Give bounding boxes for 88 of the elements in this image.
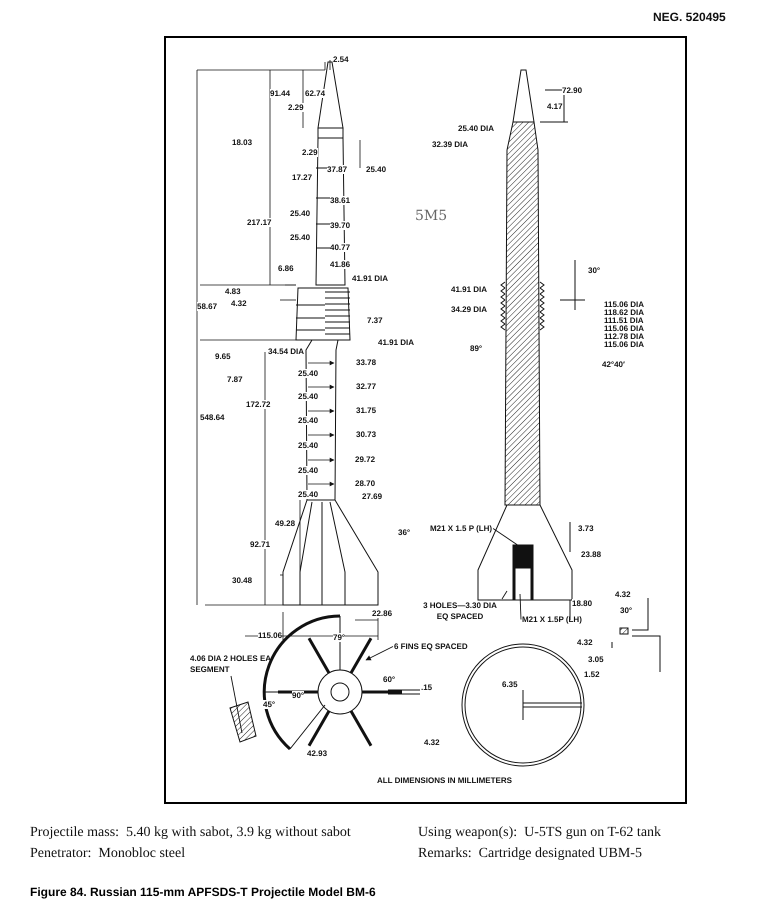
dimension-label: 4.17 bbox=[547, 102, 563, 111]
dimension-label: 49.28 bbox=[275, 519, 296, 528]
dimension-label: 25.40 bbox=[298, 441, 318, 450]
spec-note: Remarks: Cartridge designated UBM-5 bbox=[418, 846, 642, 862]
dimension-label: 34.29 DIA bbox=[451, 305, 488, 314]
dimension-label: 2.29 bbox=[288, 103, 304, 112]
callout-note: M21 X 1.5 P (LH) bbox=[430, 523, 492, 534]
dimension-label: 62.74 bbox=[305, 89, 326, 98]
dimension-label: 89° bbox=[470, 344, 482, 353]
dimension-label: 32.77 bbox=[356, 382, 376, 391]
dimension-label: 41.91 DIA bbox=[378, 338, 414, 347]
dimension-label: 41.91 DIA bbox=[451, 285, 488, 294]
dimension-label: 42°40′ bbox=[602, 360, 625, 369]
dimension-label: 31.75 bbox=[356, 406, 376, 415]
dimension-label: 27.69 bbox=[362, 492, 382, 501]
dimension-label: 36° bbox=[398, 528, 410, 537]
dimension-label: 4.83 bbox=[225, 287, 241, 296]
dimension-label: 25.40 bbox=[298, 369, 318, 378]
dimension-label: 79° bbox=[333, 633, 346, 642]
dimension-label: 17.27 bbox=[292, 173, 312, 182]
callout-note: 3 HOLES—3.30 DIA EQ SPACED bbox=[418, 600, 502, 622]
dimension-label: 42.93 bbox=[307, 749, 328, 758]
dimension-label: 58.67 bbox=[197, 302, 218, 311]
dimension-label: 28.70 bbox=[355, 479, 376, 488]
callout-note: M21 X 1.5P (LH) bbox=[522, 614, 582, 625]
dimension-label: 91.44 bbox=[270, 89, 290, 98]
dimension-label: 29.72 bbox=[355, 455, 376, 464]
dimension-label: 4.32 bbox=[577, 638, 593, 647]
dimension-label: 45° bbox=[263, 700, 276, 709]
dimension-label: 38.61 bbox=[330, 196, 350, 205]
dimension-label: 7.37 bbox=[367, 316, 383, 325]
callout-note: 6 FINS EQ SPACED bbox=[394, 641, 468, 652]
units-note: ALL DIMENSIONS IN MILLIMETERS bbox=[377, 776, 512, 785]
spec-note: Using weapon(s): U-5TS gun on T-62 tank bbox=[418, 825, 662, 841]
dimension-label: 39.70 bbox=[330, 221, 350, 230]
dimension-label: 4.32 bbox=[615, 590, 631, 599]
dimension-label: 40.77 bbox=[330, 243, 350, 252]
dimension-label: 32.39 DIA bbox=[432, 140, 468, 149]
dimension-label: 30.48 bbox=[232, 576, 252, 585]
leader-line bbox=[366, 646, 394, 660]
dimension-label: 30° bbox=[620, 606, 632, 615]
leader-line bbox=[520, 594, 522, 620]
dimension-label: 92.71 bbox=[250, 540, 270, 549]
dimension-label: 25.40 bbox=[290, 209, 310, 218]
dimension-label: 25.40 bbox=[298, 490, 318, 499]
dimension-label: 2.29 bbox=[302, 148, 318, 157]
dimension-label: 217.17 bbox=[247, 218, 272, 227]
dimension-label: .15 bbox=[421, 683, 432, 692]
dimension-label: 90° bbox=[292, 691, 304, 700]
leader-line bbox=[502, 590, 508, 600]
leader-line bbox=[230, 676, 242, 734]
dimension-label: 60° bbox=[383, 675, 396, 684]
dimension-label: 25.40 bbox=[290, 233, 310, 242]
dimension-label: 6.35 bbox=[502, 680, 518, 689]
dimension-label: 115.06 bbox=[258, 631, 282, 640]
dimension-label: 25.40 bbox=[298, 466, 318, 475]
dimension-label: 2.54 bbox=[333, 55, 349, 64]
dimension-label: 34.54 DIA bbox=[268, 347, 304, 356]
dimension-label: 7.87 bbox=[227, 375, 243, 384]
dimension-label: 25.40 bbox=[298, 416, 318, 425]
dimension-label: 9.65 bbox=[215, 352, 231, 361]
figure-caption: Figure 84. Russian 115-mm APFSDS-T Projectile Model BM-6 bbox=[30, 885, 376, 899]
dimension-label: 23.88 bbox=[581, 550, 602, 559]
dimension-label: 25.40 bbox=[366, 165, 386, 174]
dimension-label: 22.86 bbox=[372, 609, 392, 618]
dimension-label: 6.86 bbox=[278, 264, 294, 273]
dimension-label: 30.73 bbox=[356, 430, 376, 439]
negative-number: NEG. 520495 bbox=[653, 10, 726, 24]
dimension-label: 1.52 bbox=[584, 670, 600, 679]
dimension-label: 30° bbox=[588, 266, 600, 275]
dimension-label: 18.80 bbox=[572, 599, 592, 608]
dimension-label: 18.03 bbox=[232, 138, 252, 147]
dimension-label: 4.32 bbox=[424, 738, 440, 747]
spec-note: Projectile mass: 5.40 kg with sabot, 3.9 kg without sabot bbox=[30, 825, 351, 841]
dimension-label: 25.40 DIA bbox=[458, 124, 494, 133]
dimension-label: 548.64 bbox=[200, 413, 224, 422]
dimension-label: 3.05 bbox=[588, 655, 604, 664]
dimension-label: 41.86 bbox=[330, 260, 350, 269]
dimension-label: 41.91 DIA bbox=[352, 274, 388, 283]
dimension-label: 115.06 DIA bbox=[604, 340, 644, 349]
dimension-label: 4.32 bbox=[231, 299, 247, 308]
dimension-label: 37.87 bbox=[327, 165, 348, 174]
dimension-label: 3.73 bbox=[578, 524, 594, 533]
callout-note: 4.06 DIA 2 HOLES EA SEGMENT bbox=[190, 653, 272, 675]
dimension-label: 25.40 bbox=[298, 392, 318, 401]
dimension-label: 72.90 bbox=[562, 86, 582, 95]
dimension-label: 33.78 bbox=[356, 358, 376, 367]
dimension-label: 172.72 bbox=[246, 400, 270, 409]
